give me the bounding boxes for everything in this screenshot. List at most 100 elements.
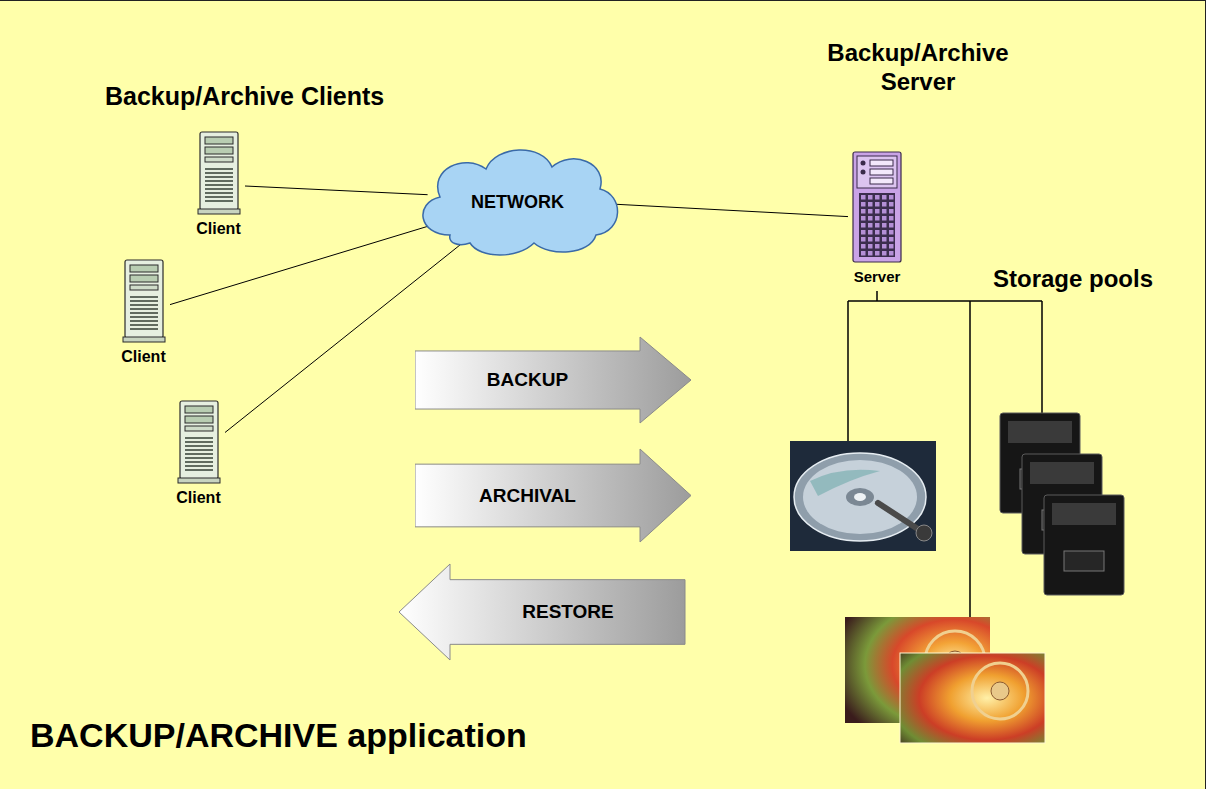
vent-line bbox=[130, 300, 158, 302]
server-label: Server bbox=[854, 268, 901, 285]
network-link bbox=[607, 204, 848, 217]
grid-cell bbox=[868, 251, 873, 256]
arrow-label: BACKUP bbox=[487, 369, 568, 391]
indicator bbox=[861, 161, 866, 166]
wire bbox=[1041, 301, 1043, 415]
grid-cell bbox=[861, 209, 866, 214]
storage-heading: Storage pools bbox=[993, 265, 1153, 294]
grid-cell bbox=[861, 237, 866, 242]
arrow-label: ARCHIVAL bbox=[479, 485, 576, 507]
grid-cell bbox=[882, 237, 887, 242]
grid-cell bbox=[875, 209, 880, 214]
vent-line bbox=[130, 308, 158, 310]
grid-cell bbox=[882, 230, 887, 235]
cartridge-label bbox=[1052, 503, 1116, 525]
vent-line bbox=[185, 453, 213, 455]
grid-cell bbox=[882, 223, 887, 228]
vent-line bbox=[205, 172, 233, 174]
server-case bbox=[853, 152, 901, 262]
vent-line bbox=[185, 449, 213, 451]
drive-bay bbox=[130, 275, 158, 282]
network-cloud-node: NETWORK bbox=[410, 139, 625, 259]
grid-cell bbox=[861, 251, 866, 256]
optical-disc bbox=[900, 653, 1045, 743]
network-cloud bbox=[423, 150, 618, 255]
drive-slot bbox=[870, 178, 893, 184]
drive-bay bbox=[205, 137, 233, 144]
network-link bbox=[245, 186, 428, 195]
wire bbox=[969, 301, 971, 619]
disk-platter bbox=[803, 460, 917, 534]
block-arrow bbox=[415, 337, 691, 423]
tower-base bbox=[123, 337, 165, 342]
grid-cell bbox=[861, 216, 866, 221]
server-panel bbox=[857, 156, 897, 188]
server-node: Server bbox=[848, 151, 906, 285]
vent-line bbox=[205, 184, 233, 186]
disk-arm-pivot bbox=[916, 525, 932, 541]
group-heading: Backup/Archive Clients bbox=[105, 81, 384, 111]
grid-cell bbox=[875, 237, 880, 242]
cartridge-label bbox=[1008, 421, 1072, 443]
drive-slot bbox=[870, 160, 893, 166]
grid-cell bbox=[882, 244, 887, 249]
vent-line bbox=[185, 469, 213, 471]
drive-bay bbox=[185, 406, 213, 413]
grid-cell bbox=[875, 251, 880, 256]
client-label: Client bbox=[176, 489, 220, 507]
client-computer-icon bbox=[197, 131, 241, 215]
grid-cell bbox=[861, 230, 866, 235]
grid-cell bbox=[868, 223, 873, 228]
block-arrow-node: RESTORE bbox=[398, 563, 686, 661]
grid-cell bbox=[861, 195, 866, 200]
vent-line bbox=[130, 328, 158, 330]
vent-line bbox=[205, 168, 233, 170]
vent-line bbox=[185, 461, 213, 463]
tower-case bbox=[180, 401, 218, 479]
grid-cell bbox=[868, 230, 873, 235]
vent-line bbox=[185, 457, 213, 459]
block-arrow bbox=[415, 449, 691, 542]
grid-cell bbox=[875, 244, 880, 249]
vent-line bbox=[130, 304, 158, 306]
grid-cell bbox=[868, 216, 873, 221]
grid-cell bbox=[889, 230, 894, 235]
grid-cell bbox=[882, 209, 887, 214]
vent-line bbox=[130, 324, 158, 326]
group-heading: Backup/Archive Server bbox=[803, 39, 1033, 97]
drive-bay bbox=[130, 265, 158, 272]
vent-line bbox=[185, 445, 213, 447]
vent-line bbox=[205, 196, 233, 198]
grid-cell bbox=[861, 244, 866, 249]
server-computer-icon bbox=[852, 151, 902, 263]
cartridge-window bbox=[1064, 551, 1104, 571]
vent-line bbox=[205, 200, 233, 202]
grid-cell bbox=[889, 202, 894, 207]
vent-line bbox=[205, 188, 233, 190]
wire bbox=[847, 301, 849, 443]
vent-line bbox=[130, 316, 158, 318]
disk-hub bbox=[854, 493, 866, 501]
grid-cell bbox=[889, 195, 894, 200]
client-label: Client bbox=[196, 220, 240, 238]
wire bbox=[848, 300, 1042, 302]
vent-line bbox=[130, 320, 158, 322]
tower-case bbox=[200, 132, 238, 210]
disc-hub bbox=[991, 682, 1009, 700]
tower-base bbox=[198, 209, 240, 214]
drive-bay bbox=[130, 285, 158, 290]
grid-cell bbox=[875, 216, 880, 221]
client-node: Client bbox=[117, 259, 170, 366]
grid-cell bbox=[868, 244, 873, 249]
block-arrow-node: BACKUP bbox=[415, 336, 692, 424]
grid-cell bbox=[889, 216, 894, 221]
grid-cell bbox=[868, 195, 873, 200]
tape-cartridges-picture bbox=[1000, 413, 1124, 595]
vent-line bbox=[205, 192, 233, 194]
wire bbox=[876, 291, 878, 301]
vent-line bbox=[205, 176, 233, 178]
drive-bay bbox=[185, 416, 213, 423]
disk-platter bbox=[794, 453, 926, 541]
grid-cell bbox=[889, 244, 894, 249]
